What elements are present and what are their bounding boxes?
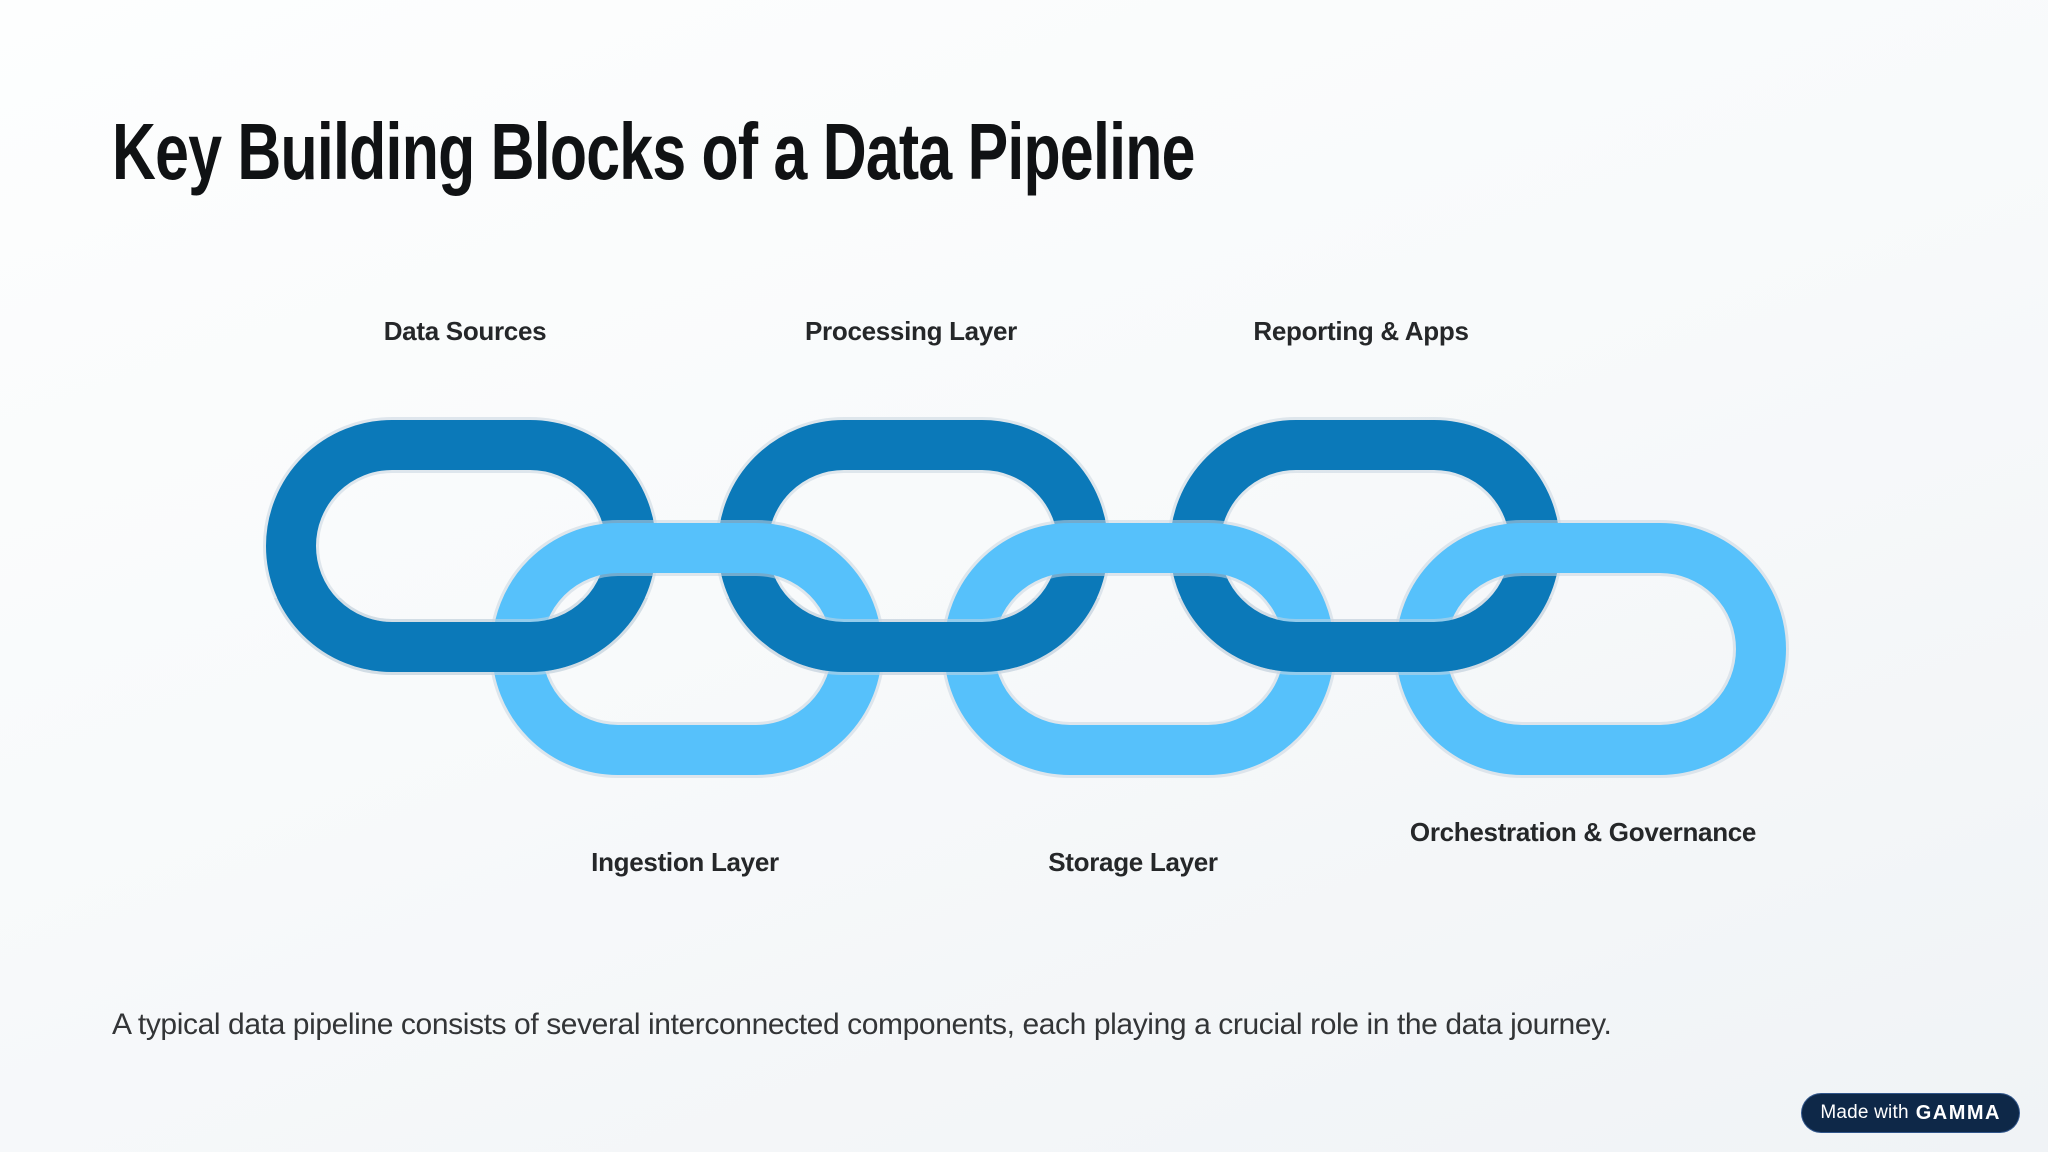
chain-link-dark-rings	[263, 417, 1563, 675]
chain-label-reporting-apps: Reporting & Apps	[1253, 316, 1469, 346]
gamma-logo-wordmark: GAMMA	[1915, 1101, 2001, 1124]
weave-patch-reporting-apps	[1181, 598, 1549, 672]
weave-patch-processing-layer	[729, 598, 1097, 672]
chain-weave-patches	[274, 598, 1552, 675]
chain-label-processing-layer: Processing Layer	[805, 316, 1017, 346]
chain-label-data-sources: Data Sources	[383, 316, 547, 346]
chain-label-storage-layer: Storage Layer	[1048, 847, 1218, 877]
chain-link-light-rings	[489, 520, 1789, 778]
chain-label-orchestration-governance: Orchestration & Governance	[1409, 817, 1757, 847]
weave-patch-data-sources	[277, 598, 645, 672]
page-title: Key Building Blocks of a Data Pipeline	[112, 107, 1195, 196]
made-with-gamma-badge[interactable]: Made with GAMMA	[1801, 1093, 2020, 1133]
slide-caption: A typical data pipeline consists of seve…	[112, 1008, 1612, 1041]
badge-prefix-text: Made with	[1820, 1102, 1909, 1123]
chain-label-ingestion-layer: Ingestion Layer	[591, 847, 779, 877]
